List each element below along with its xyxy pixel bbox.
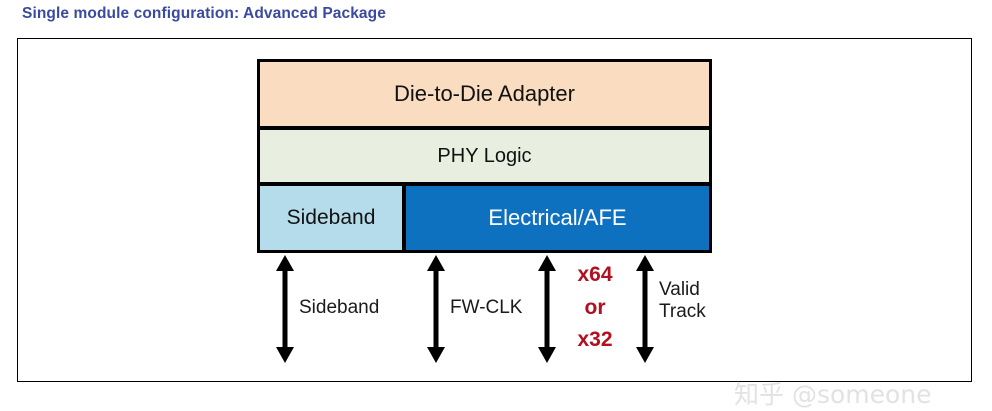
block-sideband-label: Sideband — [286, 206, 376, 229]
double-arrow-valid-track-icon — [636, 255, 654, 363]
block-die-to-die-adapter: Die-to-Die Adapter — [257, 59, 712, 129]
arrow-label-fw-clk: FW-CLK — [450, 297, 523, 318]
page-title: Single module configuration: Advanced Pa… — [22, 5, 386, 22]
arrow-label-sideband: Sideband — [299, 297, 380, 318]
block-electrical-afe: Electrical/AFE — [403, 183, 712, 253]
block-die-to-die-adapter-label: Die-to-Die Adapter — [394, 81, 575, 106]
arrow-label-data-width-line-2: or — [584, 295, 606, 319]
arrow-label-valid-track-line-2: Track — [659, 300, 706, 322]
double-arrow-data-width-icon — [538, 255, 556, 363]
block-phy-logic: PHY Logic — [257, 127, 712, 185]
interface-arrow-region: Sideband FW-CLK x64 or x32 Valid Track — [257, 255, 717, 375]
watermark: 知乎 @someone — [734, 380, 932, 409]
block-sideband: Sideband — [257, 183, 405, 253]
double-arrow-fw-clk-icon — [427, 255, 445, 363]
arrow-label-data-width: x64 or x32 — [562, 259, 628, 357]
block-electrical-afe-label: Electrical/AFE — [488, 205, 627, 230]
arrow-label-valid-track-line-1: Valid — [659, 279, 700, 300]
arrow-label-data-width-line-3: x32 — [577, 328, 613, 352]
double-arrow-sideband-icon — [276, 255, 294, 363]
diagram-frame: Die-to-Die Adapter PHY Logic Sideband El… — [17, 38, 972, 409]
arrow-label-valid-track: Valid Track — [659, 279, 706, 323]
arrow-label-data-width-line-1: x64 — [577, 263, 613, 286]
module-block-stack: Die-to-Die Adapter PHY Logic Sideband El… — [257, 59, 712, 255]
block-phy-logic-label: PHY Logic — [437, 144, 532, 167]
